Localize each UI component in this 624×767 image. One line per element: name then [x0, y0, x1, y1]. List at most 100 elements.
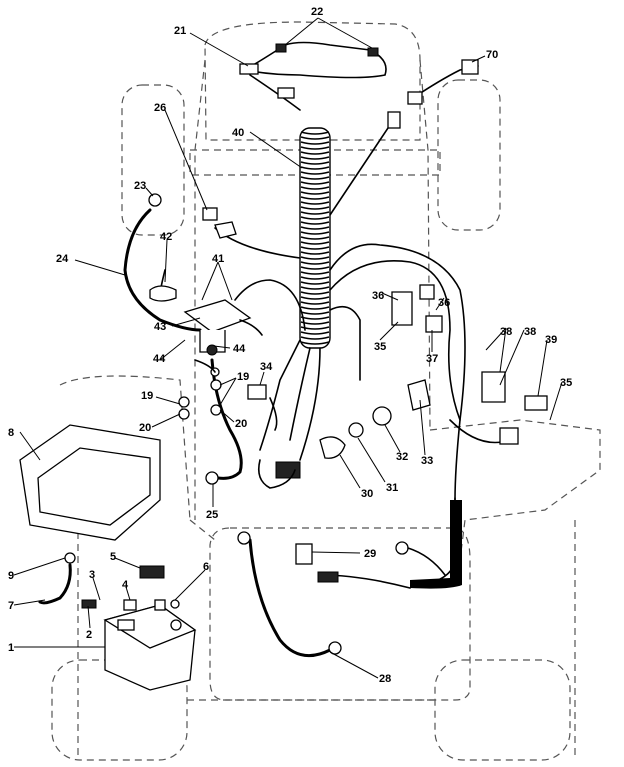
loom-rib [300, 191, 330, 195]
callout-labels: 22 21 70 40 26 23 24 42 41 43 44 44 19 3… [8, 6, 572, 685]
loom-rib [300, 246, 330, 250]
callout-36-right: 36 [438, 297, 450, 309]
loom-rib [300, 311, 330, 315]
callout-34: 34 [260, 361, 273, 373]
loom-rib [300, 336, 330, 340]
terminal-25 [205, 471, 219, 485]
loom-rib [300, 301, 330, 305]
switch-39 [524, 395, 548, 411]
loom-rib [300, 331, 330, 335]
loom-rib [300, 341, 330, 345]
loom-rib [300, 141, 330, 145]
boot-42 [149, 285, 177, 302]
callout-29: 29 [364, 548, 376, 560]
loom-rib [300, 291, 330, 295]
callout-5: 5 [110, 551, 116, 563]
callout-33: 33 [421, 455, 433, 467]
loom-rib [300, 281, 330, 285]
right-harness [237, 243, 548, 658]
loom-rib [300, 136, 330, 140]
switch-33 [407, 379, 431, 411]
part-5 [139, 565, 165, 579]
callout-4: 4 [122, 579, 129, 591]
bracket-38 [481, 371, 506, 403]
loom-rib [300, 231, 330, 235]
callout-44-left: 44 [153, 353, 166, 365]
callout-21: 21 [174, 25, 186, 37]
callout-7: 7 [8, 600, 14, 612]
callout-38-right: 38 [524, 326, 536, 338]
loom-rib [300, 306, 330, 310]
loom-rib [300, 236, 330, 240]
leader-lines [13, 17, 563, 679]
loom-rib [300, 221, 330, 225]
loom-rib [300, 271, 330, 275]
callout-35-right: 35 [560, 377, 572, 389]
loom-rib [300, 216, 330, 220]
loom-rib [300, 176, 330, 180]
callout-36-left: 36 [372, 290, 384, 302]
ring-32 [372, 406, 392, 426]
nut-31 [348, 422, 364, 438]
callout-31: 31 [386, 482, 398, 494]
connector-right [499, 427, 519, 445]
switch-30 [319, 436, 346, 459]
callout-25: 25 [206, 509, 218, 521]
callout-35-left: 35 [374, 341, 386, 353]
callout-19-left: 19 [141, 390, 153, 402]
loom-rib [300, 276, 330, 280]
callout-43: 43 [154, 321, 166, 333]
callout-6: 6 [203, 561, 209, 573]
callout-30: 30 [361, 488, 373, 500]
loom-rib [300, 151, 330, 155]
callout-42: 42 [160, 231, 172, 243]
loom-rib [300, 206, 330, 210]
loom-rib [300, 161, 330, 165]
callout-20-left: 20 [139, 422, 151, 434]
callout-70: 70 [486, 49, 498, 61]
callout-26: 26 [154, 102, 166, 114]
loom-rib [300, 296, 330, 300]
terminal-23 [148, 193, 162, 207]
loom-rib [300, 166, 330, 170]
loom-rib [300, 256, 330, 260]
switch-37 [425, 315, 443, 333]
loom-rib [300, 251, 330, 255]
callout-37: 37 [426, 353, 438, 365]
loom-rib [300, 196, 330, 200]
callout-39: 39 [545, 334, 557, 346]
bracket-35 [391, 291, 413, 326]
callout-9: 9 [8, 570, 14, 582]
callout-41: 41 [212, 253, 224, 265]
loom-rib [300, 241, 330, 245]
loom-rib [300, 131, 330, 135]
loom-rib [300, 211, 330, 215]
callout-20-right: 20 [235, 418, 247, 430]
terminal-28 [237, 531, 251, 545]
callout-8: 8 [8, 427, 14, 439]
callout-23: 23 [134, 180, 146, 192]
callout-19-right: 19 [237, 371, 249, 383]
tractor-outline [51, 21, 601, 761]
left-harness [123, 193, 321, 489]
connector-26 [202, 207, 218, 221]
callout-22: 22 [311, 6, 323, 18]
loom-rib [300, 286, 330, 290]
battery-area [19, 424, 197, 691]
callout-28: 28 [379, 673, 391, 685]
callout-32: 32 [396, 451, 408, 463]
loom-rib [300, 156, 330, 160]
connector-lower [275, 461, 301, 479]
callout-44-right: 44 [233, 343, 246, 355]
loom-rib [300, 146, 330, 150]
loom-rib [300, 326, 330, 330]
solenoid-43 [183, 299, 252, 333]
callout-2: 2 [86, 629, 92, 641]
loom-rib [300, 226, 330, 230]
switch-29 [295, 543, 313, 565]
loom-rib [300, 261, 330, 265]
wire-loom [299, 127, 331, 349]
relay-34 [247, 384, 267, 400]
callout-24: 24 [56, 253, 69, 265]
